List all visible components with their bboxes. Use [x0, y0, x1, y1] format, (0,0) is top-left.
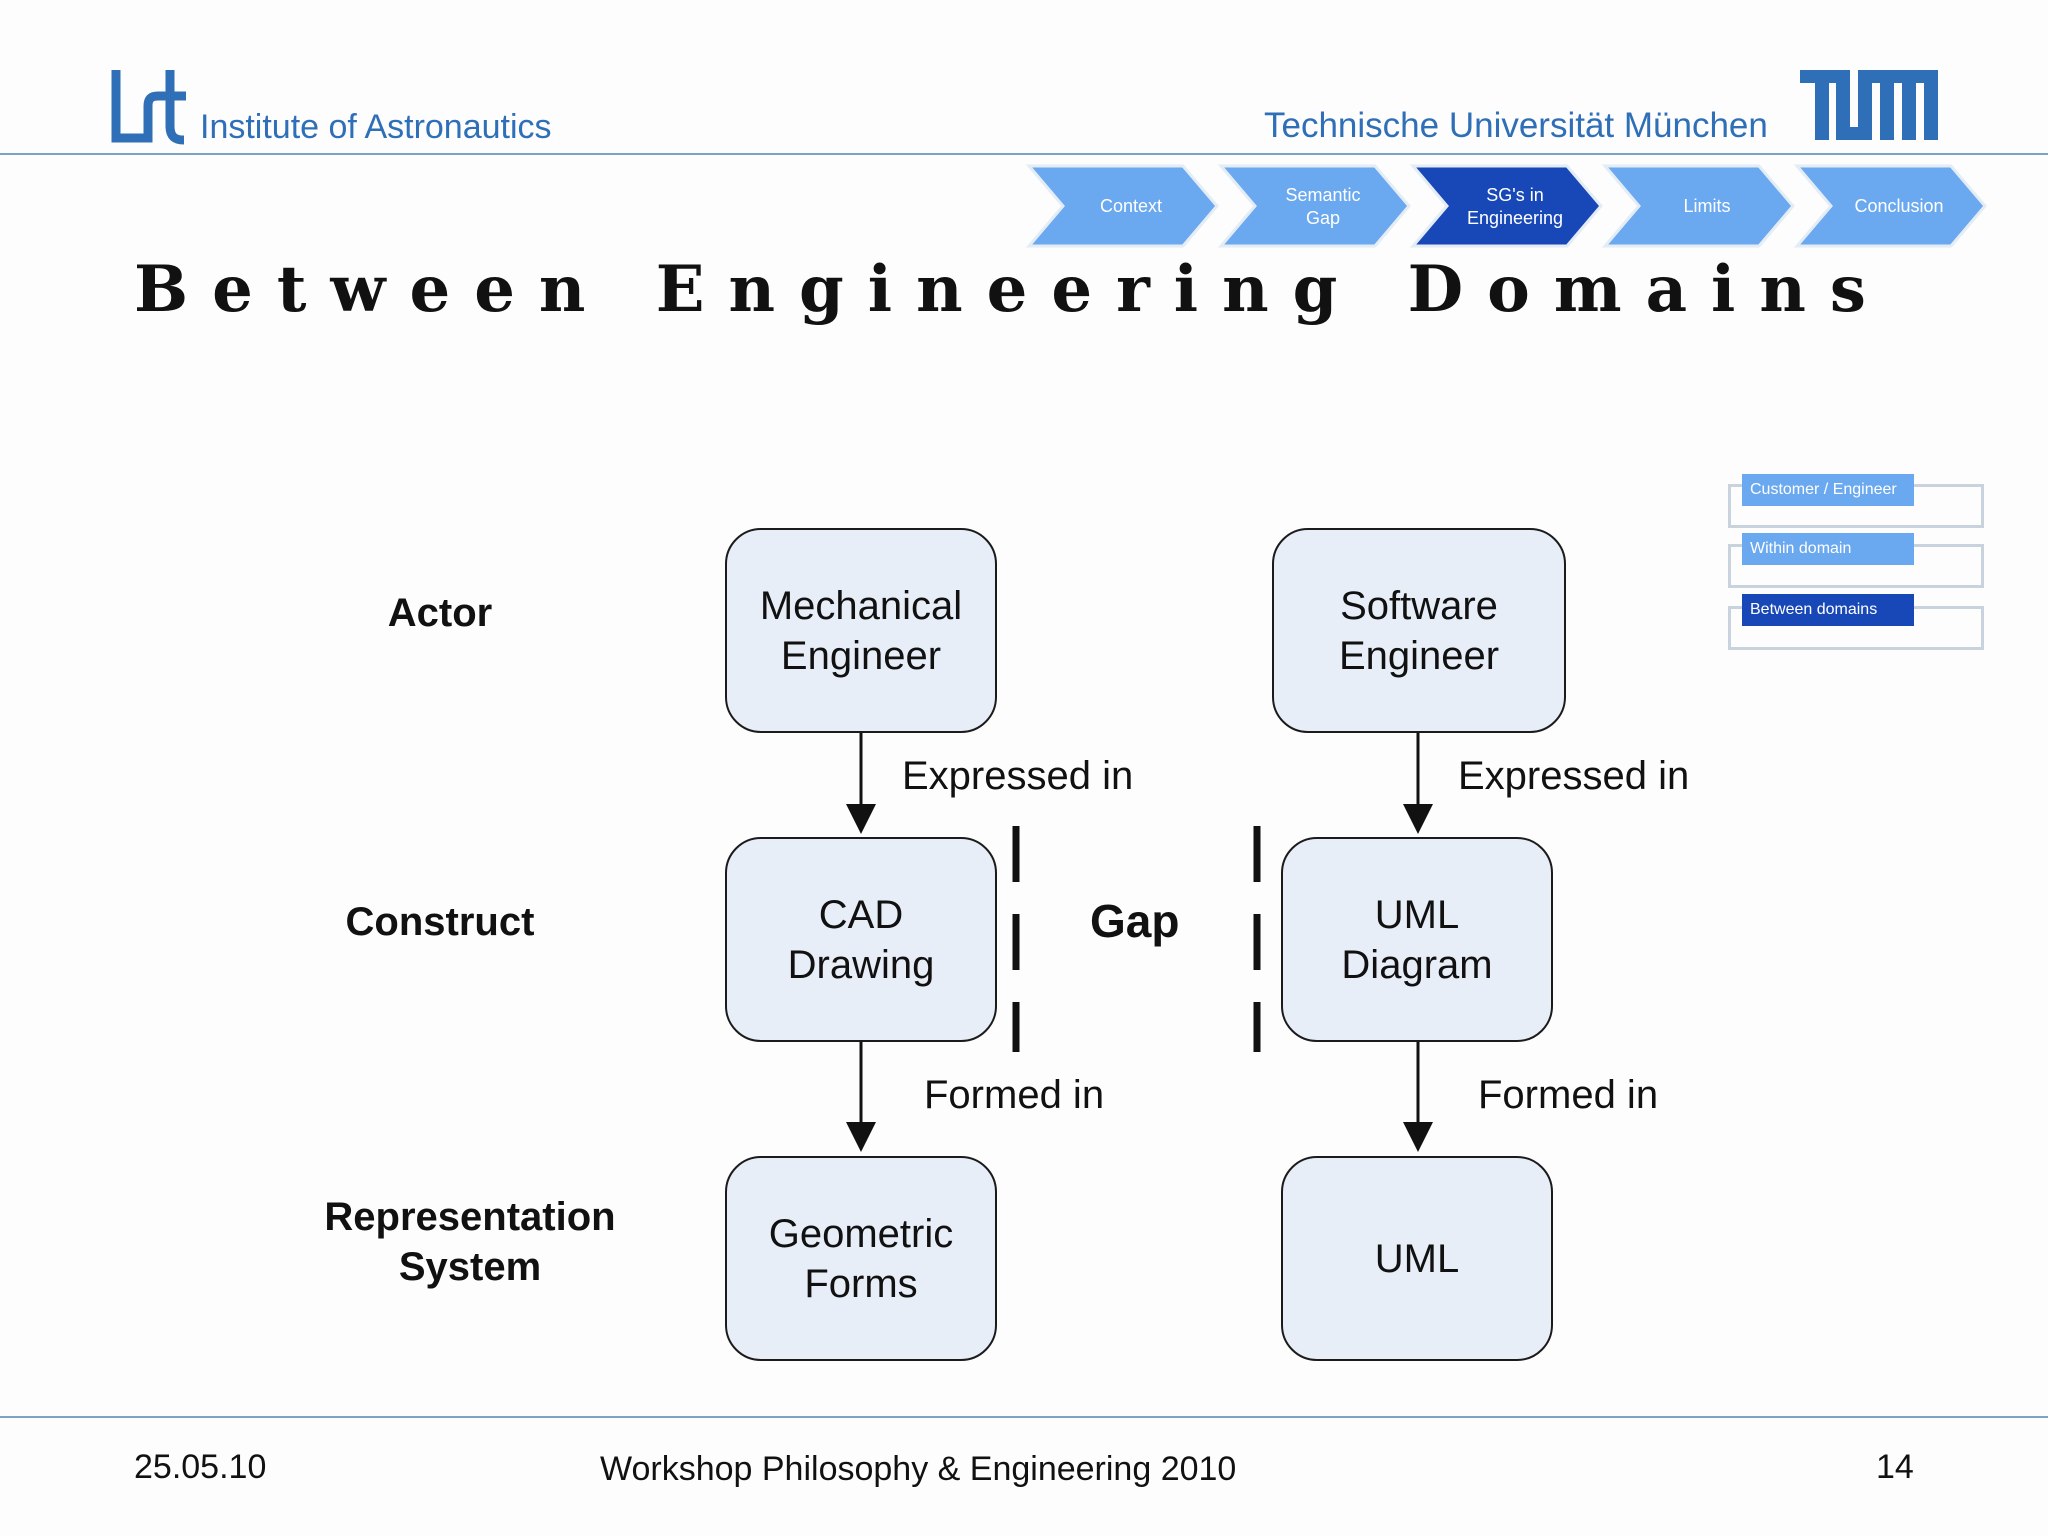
gap-label: Gap — [1090, 895, 1180, 947]
nav-step-label: SG's in — [1486, 185, 1543, 205]
footer-page-number: 14 — [1876, 1448, 1914, 1486]
node-mechanical-engineer-line1: Mechanical — [759, 583, 963, 628]
node-uml-diagram-line1: UML — [1374, 892, 1460, 937]
legend-item-customer-engineer[interactable]: Customer / Engineer — [1742, 474, 1914, 506]
edge-label-formed-in-left: Formed in — [924, 1073, 1105, 1117]
footer-date: 25.05.10 — [134, 1448, 267, 1486]
row-label-representation-line2: System — [398, 1245, 542, 1289]
edge-label-expressed-in-right: Expressed in — [1458, 754, 1690, 798]
node-mechanical-engineer: Mechanical Engineer — [725, 528, 997, 733]
row-label-representation-line1: Representation — [324, 1195, 616, 1239]
nav-step-chevron[interactable] — [1793, 164, 1987, 248]
nav-step-chevron[interactable] — [1409, 164, 1603, 248]
node-geometric-forms-line1: Geometric — [768, 1211, 954, 1256]
node-uml-label: UML — [1374, 1236, 1460, 1281]
node-uml: UML — [1281, 1156, 1553, 1361]
row-label-actor: Actor — [387, 591, 493, 635]
nav-step-conclusion[interactable]: Conclusion — [1793, 164, 1987, 248]
nav-step-sgs-in-engineering[interactable]: SG's in Engineering — [1409, 164, 1603, 248]
nav-step-label: Conclusion — [1854, 196, 1943, 216]
nav-step-limits[interactable]: Limits — [1601, 164, 1795, 248]
edge-label-expressed-in-left: Expressed in — [902, 754, 1134, 798]
edge-label-formed-in-right: Formed in — [1478, 1073, 1659, 1117]
legend-item-between-domains[interactable]: Between domains — [1742, 594, 1914, 626]
nav-step-chevron[interactable] — [1601, 164, 1795, 248]
nav-step-chevron[interactable] — [1025, 164, 1219, 248]
node-cad-drawing: CAD Drawing — [725, 837, 997, 1042]
node-uml-diagram: UML Diagram — [1281, 837, 1553, 1042]
nav-step-context[interactable]: Context — [1025, 164, 1219, 248]
footer-rule — [0, 1416, 2048, 1418]
nav-step-chevron[interactable] — [1217, 164, 1411, 248]
row-label-construct: Construct — [345, 900, 535, 944]
node-geometric-forms: Geometric Forms — [725, 1156, 997, 1361]
footer-event: Workshop Philosophy & Engineering 2010 — [600, 1450, 1237, 1488]
node-mechanical-engineer-line2: Engineer — [780, 633, 942, 678]
nav-step-label: Semantic — [1285, 185, 1360, 205]
institute-name: Institute of Astronautics — [200, 108, 552, 146]
node-geometric-forms-line2: Forms — [804, 1261, 918, 1306]
tum-logo — [1800, 70, 1938, 142]
node-uml-diagram-line2: Diagram — [1341, 942, 1493, 987]
university-name: Technische Universität München — [1264, 106, 1768, 145]
header-rule — [0, 153, 2048, 155]
legend-item-within-domain[interactable]: Within domain — [1742, 533, 1914, 565]
node-software-engineer: Software Engineer — [1272, 528, 1566, 733]
lrt-logo — [108, 66, 188, 146]
nav-step-label: Context — [1100, 196, 1162, 216]
nav-step-label: Gap — [1306, 208, 1340, 228]
nav-step-label: Limits — [1683, 196, 1730, 216]
node-software-engineer-line2: Engineer — [1338, 633, 1500, 678]
node-cad-drawing-line1: CAD — [818, 892, 904, 937]
lrt-logo-icon — [111, 70, 186, 145]
row-label-representation-system: Representation System — [300, 1192, 640, 1292]
node-cad-drawing-line2: Drawing — [787, 942, 935, 987]
nav-step-label: Engineering — [1467, 208, 1563, 228]
slide-title: Between Engineering Domains — [134, 252, 1890, 327]
node-software-engineer-line1: Software — [1340, 583, 1498, 628]
tum-logo-icon — [1800, 70, 1938, 140]
